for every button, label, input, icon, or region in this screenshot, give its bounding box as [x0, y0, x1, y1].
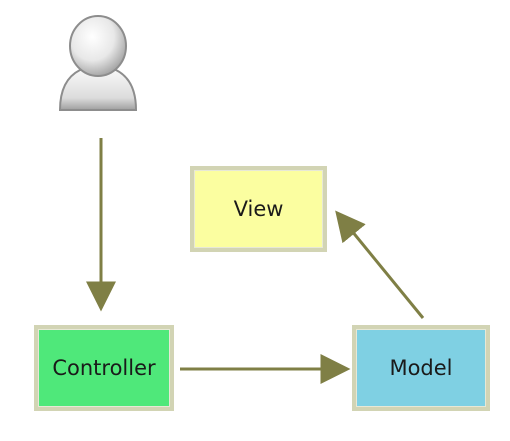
model-label: Model: [389, 356, 453, 380]
arrow-model-to-view: [335, 210, 425, 319]
view-label: View: [233, 197, 284, 221]
controller-box: Controller: [34, 325, 174, 411]
view-box: View: [190, 166, 327, 252]
user-icon: [58, 15, 138, 111]
controller-label: Controller: [52, 356, 156, 380]
model-box: Model: [352, 325, 490, 411]
